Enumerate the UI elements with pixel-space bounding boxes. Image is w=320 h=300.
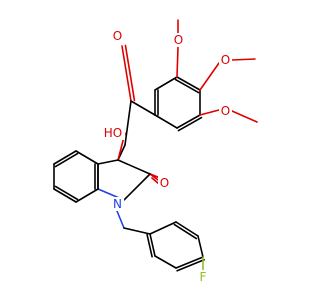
c3-c2-bond: [117, 159, 151, 175]
lactam-carbonyl: [149, 173, 159, 181]
n-ch2-bond: [116, 210, 125, 229]
benzo-bond: [54, 152, 79, 168]
fluoro-ring-bond: [175, 221, 199, 237]
ring-bond: [154, 114, 178, 129]
fluoro-ring-bond: [176, 258, 205, 272]
atom-label-hydroxy: HO: [104, 126, 122, 140]
benzo-bond: [75, 188, 99, 203]
atom-label-o-ketone: O: [113, 29, 122, 43]
structure-diagram: O O O O HO O N F: [53, 19, 258, 284]
atom-label-o-lactam: O: [160, 176, 169, 190]
benzo-bond: [54, 185, 79, 201]
linker-bond: [124, 100, 132, 146]
carbonyl-bond: [130, 100, 156, 116]
fluoro-ring-bond: [149, 233, 156, 257]
benzo-bond: [53, 150, 77, 165]
fluoro-ring-bond: [173, 223, 198, 240]
fluoro-ring-bond: [175, 256, 204, 269]
ring-bond: [176, 76, 201, 91]
atom-label-fluorine: F: [200, 270, 207, 284]
carbonyl-double-bond: [124, 44, 136, 102]
atom-label-o-methoxy-bottom: O: [221, 104, 230, 118]
ring-bond: [154, 76, 178, 91]
fluoro-ring-bond: [146, 233, 153, 258]
benzo-bond: [75, 150, 99, 165]
methyl-bond: [231, 58, 256, 61]
ring-bond: [176, 114, 201, 129]
ch2-aryl-bond: [123, 227, 151, 235]
ring-bond: [177, 116, 203, 132]
methoxy-bond: [199, 62, 220, 91]
atom-label-layer: O O O O HO O N F: [101, 29, 232, 284]
atom-label-o-methoxy-right: O: [221, 53, 230, 67]
lactam-carbonyl: [151, 177, 160, 185]
ring-bond: [174, 78, 200, 94]
c3a-c3-bond: [97, 159, 119, 165]
methoxy-bond: [199, 109, 220, 116]
benzo-bond: [53, 188, 77, 203]
carbonyl-double-bond: [121, 45, 132, 102]
fluoro-ring-bond: [149, 221, 177, 235]
methyl-bond: [231, 110, 258, 123]
c2-n-bond: [123, 173, 151, 201]
methoxy-bond: [176, 46, 179, 78]
atom-label-n-indole: N: [113, 197, 122, 211]
fluoro-ring-bond: [154, 255, 177, 269]
atom-label-o-methoxy-top: O: [174, 33, 183, 47]
fluoro-ring-bond: [197, 235, 204, 258]
